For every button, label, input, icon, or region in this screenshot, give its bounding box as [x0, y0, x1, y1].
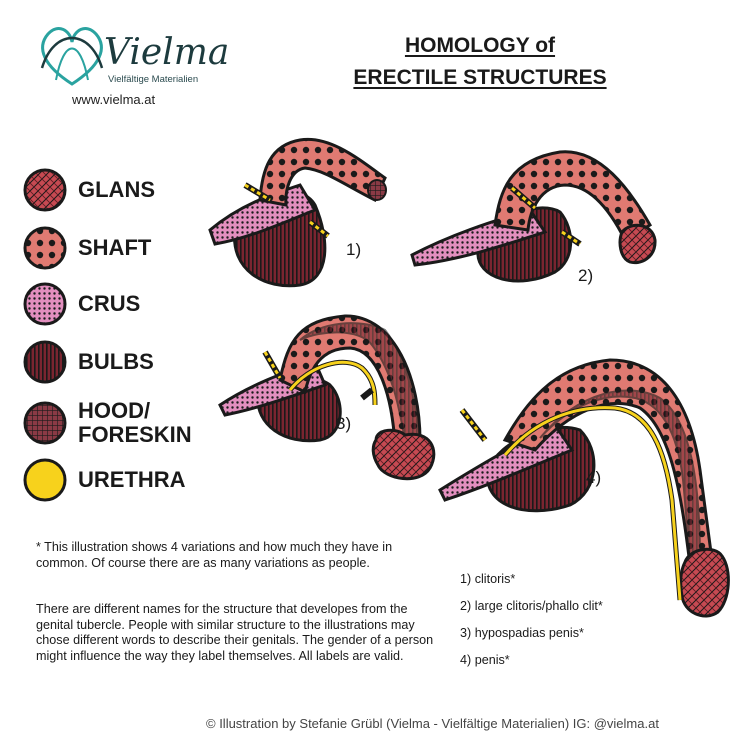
brand-url[interactable]: www.vielma.at: [72, 92, 156, 107]
legend-label: URETHRA: [78, 467, 186, 492]
legend-item-bulbs: BULBS: [22, 338, 154, 386]
figure-label-3: 3): [336, 414, 352, 433]
figure-label-4: 4): [586, 468, 602, 487]
variant-item-3: 3) hypospadias penis*: [460, 626, 584, 640]
brand-subtitle: Vielfältige Materialien: [108, 74, 199, 85]
legend-label: HOOD/ FORESKIN: [78, 398, 192, 447]
figure-label-1: 1): [346, 240, 362, 259]
shaft-swatch-icon: [23, 226, 67, 270]
urethra-swatch-icon: [23, 458, 67, 502]
figure-label-2: 2): [578, 266, 594, 285]
variant-item-4: 4) penis*: [460, 653, 510, 667]
legend-label: SHAFT: [78, 235, 152, 260]
legend-item-hood: HOOD/ FORESKIN: [22, 394, 192, 452]
title-line-2: ERECTILE STRUCTURES: [353, 66, 607, 89]
legend-item-glans: GLANS: [22, 166, 155, 214]
variant-item-1: 1) clitoris*: [460, 572, 516, 586]
legend-item-urethra: URETHRA: [22, 456, 186, 504]
figure-3: [218, 314, 436, 481]
figure-1: [208, 137, 387, 288]
vielma-logo-icon: [40, 27, 104, 86]
legend-label: GLANS: [78, 177, 155, 202]
note-variations: * This illustration shows 4 variations a…: [36, 540, 393, 570]
glans-swatch-icon: [23, 168, 67, 212]
bulbs-swatch-icon: [23, 340, 67, 384]
credit-line: © Illustration by Stefanie Grübl (Vielma…: [206, 716, 659, 731]
legend-label: BULBS: [78, 349, 154, 374]
brand-name: Vielma: [104, 32, 230, 73]
figure-2: [410, 150, 657, 283]
legend-item-shaft: SHAFT: [22, 224, 151, 272]
variant-item-2: 2) large clitoris/phallo clit*: [460, 599, 603, 613]
hood-swatch-icon: [23, 401, 67, 445]
title-line-1: HOMOLOGY of: [404, 34, 556, 57]
legend-item-crus: CRUS: [22, 280, 140, 328]
page-title: HOMOLOGY of ERECTILE STRUCTURES: [330, 30, 630, 94]
legend-label: CRUS: [78, 291, 141, 316]
note-labels: There are different names for the struct…: [36, 602, 434, 663]
crus-swatch-icon: [23, 282, 67, 326]
figure-4: [438, 358, 730, 618]
